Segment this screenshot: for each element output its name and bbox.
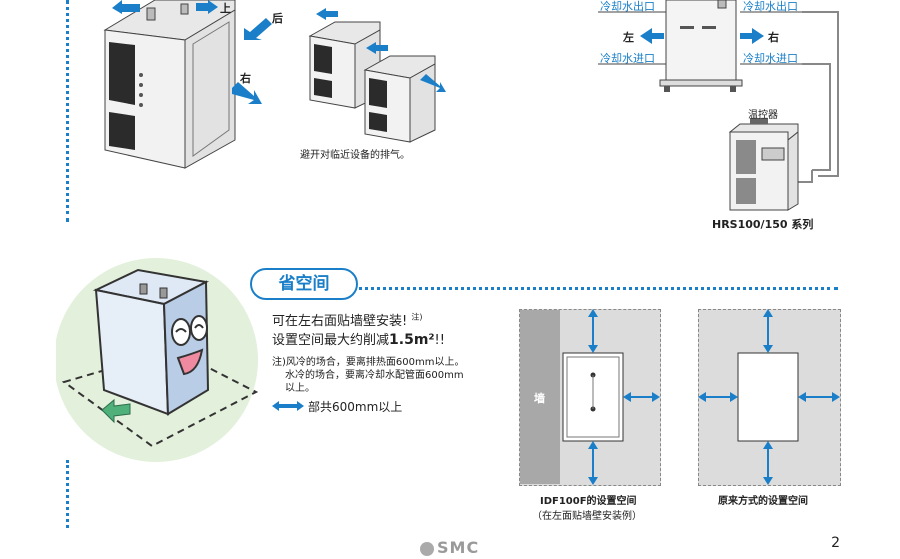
note-line-2: 水冷的场合，要离冷却水配管面600mm — [285, 370, 464, 381]
airflow-right-arrow — [232, 82, 262, 104]
smc-logo-icon — [420, 541, 434, 556]
space-reduction-headline: 设置空间最大约削减1.5m²!! — [272, 329, 445, 348]
note-line-3: 以上。 — [285, 383, 315, 394]
cooling-water-outlet-right: 冷却水出口 — [743, 0, 798, 13]
page-number: 2 — [831, 535, 840, 551]
dotted-guide-upper — [66, 0, 69, 222]
conventional-caption: 原来方式的设置空间 — [718, 496, 808, 507]
wall-mount-note-mark: 注) — [411, 312, 423, 322]
conventional-space-diagram — [698, 309, 840, 485]
idf100f-caption: IDF100F的设置空间 — [540, 496, 637, 507]
hrs-series-label: HRS100/150 系列 — [712, 218, 814, 231]
direction-back-label: 后 — [272, 12, 283, 25]
wall-block — [520, 310, 560, 484]
smc-logo: SMC — [420, 538, 479, 557]
space-reduction-suffix: !! — [434, 333, 445, 348]
section-divider — [352, 287, 838, 290]
idf100f-subcaption: （在左面贴墙壁安装例） — [532, 511, 642, 522]
direction-left-label: 左 — [623, 31, 634, 44]
legend-600mm: 部共600mm以上 — [308, 400, 403, 414]
exhaust-caption: 避开对临近设备的排气。 — [300, 150, 410, 161]
double-arrow-icon — [272, 401, 304, 411]
adjacent-units-illustration — [308, 8, 446, 143]
direction-right-label-2: 右 — [768, 31, 779, 44]
space-reduction-value: 1.5m² — [389, 332, 435, 348]
cooling-water-inlet-right: 冷却水进口 — [743, 52, 798, 65]
space-saving-badge: 省空间 — [250, 268, 358, 300]
temperature-controller-label: 温控器 — [748, 110, 778, 121]
space-reduction-prefix: 设置空间最大约削减 — [272, 333, 390, 348]
cooling-water-outlet-left: 冷却水出口 — [600, 0, 655, 13]
smc-logo-text: SMC — [437, 538, 480, 557]
direction-right-label: 右 — [240, 72, 251, 85]
chiller-piping-diagram — [598, 0, 839, 211]
dryer-unit-illustration — [103, 0, 236, 169]
dotted-guide-lower — [66, 460, 69, 528]
mascot-illustration — [56, 258, 259, 462]
airflow-up-arrow — [112, 0, 140, 14]
idf100f-space-diagram — [562, 309, 660, 485]
wall-mount-text: 可在左右面贴墙壁安装! — [272, 314, 408, 329]
wall-mount-headline: 可在左右面贴墙壁安装! 注) — [272, 310, 422, 329]
direction-up-label: 上 — [220, 2, 231, 15]
cooling-water-inlet-left: 冷却水进口 — [600, 52, 655, 65]
airflow-back-arrow — [244, 18, 272, 40]
airflow-right-top-arrow — [196, 0, 218, 14]
wall-label: 墙 — [534, 392, 545, 405]
note-line-1: 注)风冷的场合，要离排热面600mm以上。 — [272, 357, 465, 368]
